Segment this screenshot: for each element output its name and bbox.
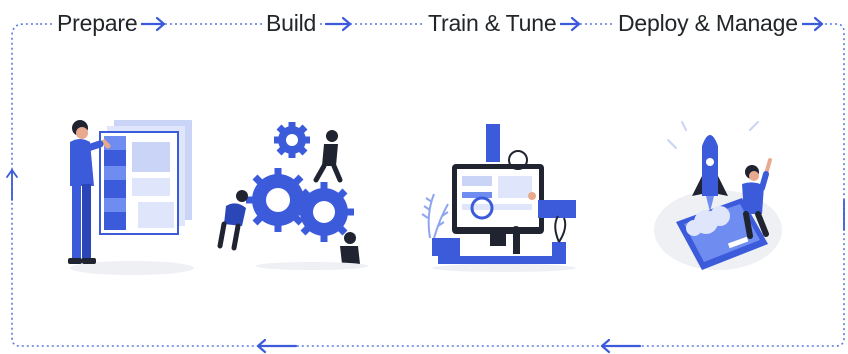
computer-tuning-illustration (421, 124, 576, 272)
stage-label-prepare: Prepare (53, 6, 142, 40)
stage-label-build: Build (262, 6, 321, 40)
person-with-dashboard-illustration (68, 120, 194, 275)
stage-label-deploy-manage: Deploy & Manage (614, 6, 802, 40)
arrow-right-icon (324, 16, 352, 32)
people-with-gears-illustration (217, 122, 368, 270)
cycle-loop-line (11, 23, 845, 347)
arrow-right-icon (138, 16, 166, 32)
rocket-launch-illustration (654, 121, 782, 270)
arrow-up-icon (6, 169, 18, 201)
arrow-left-icon (256, 338, 298, 354)
arrow-left-icon (600, 338, 642, 354)
stage-label-train-tune: Train & Tune (424, 6, 561, 40)
